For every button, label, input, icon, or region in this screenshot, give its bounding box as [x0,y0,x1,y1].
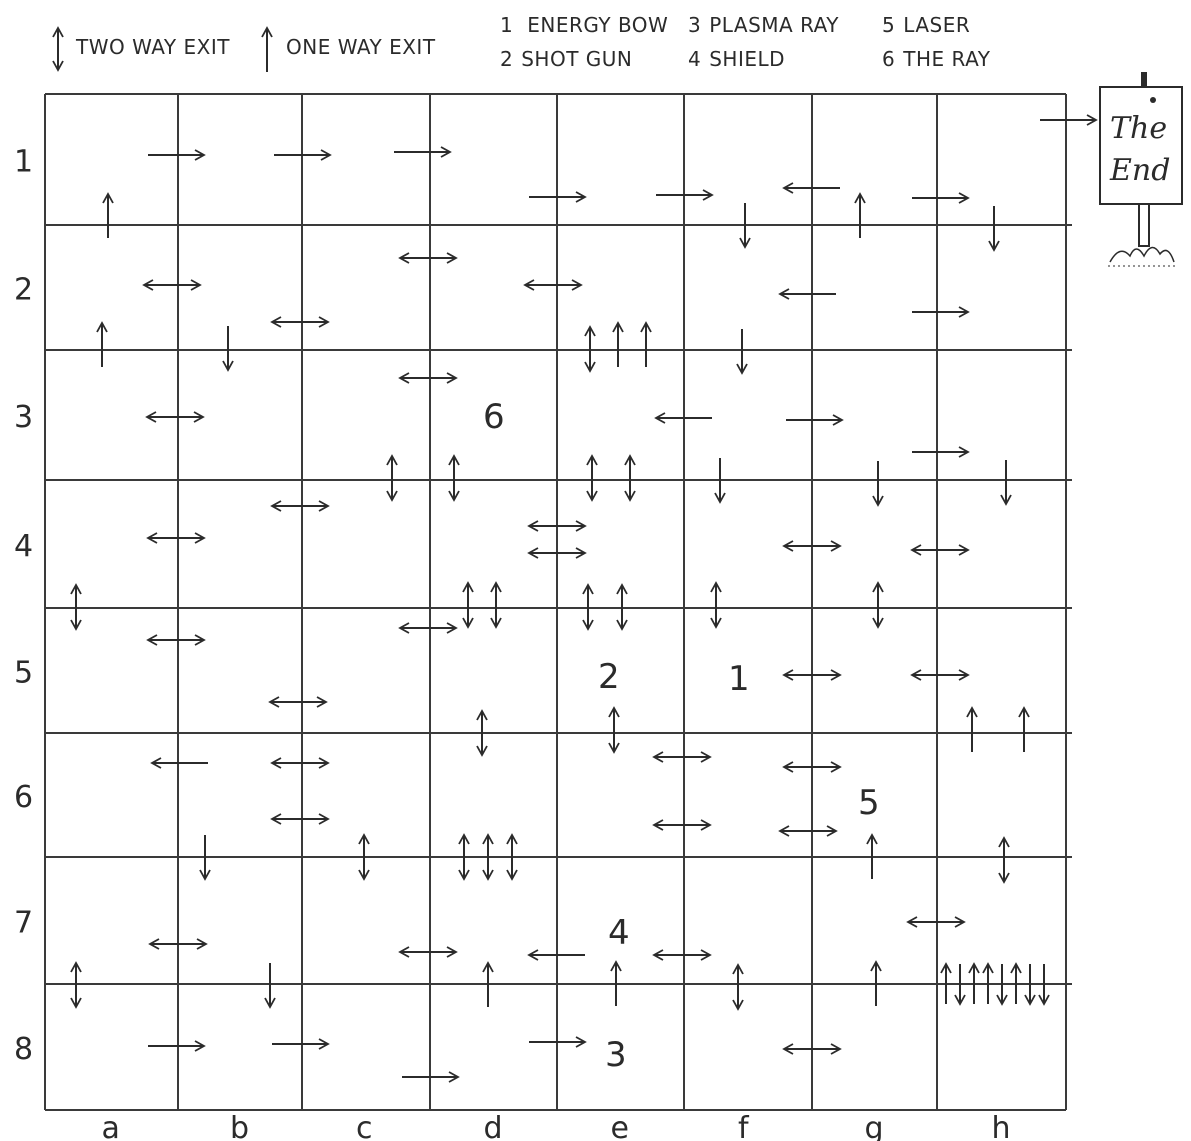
items-layer: 6 2 1 5 4 3 [483,397,880,1075]
legend-one-way-label: ONE WAY EXIT [286,35,436,59]
end-sign-line1: The [1110,111,1167,146]
end-sign-line2: End [1109,153,1170,188]
column-label: d [484,1111,503,1141]
row-label: 2 [14,273,33,308]
the-end-sign: The End [1100,72,1182,266]
row-label: 7 [14,906,33,941]
weapon-item-label: 1 [728,659,750,699]
row-label: 1 [14,145,33,180]
row-label: 4 [14,529,33,564]
row-labels: 1 2 3 4 5 6 7 8 [14,145,33,1068]
row-label: 8 [14,1032,33,1067]
column-label: a [102,1111,120,1141]
weapon-item-label: 2 [598,657,620,697]
weapon-item-label: 3 [605,1035,627,1075]
column-label: h [992,1111,1011,1141]
maze-grid [45,94,1072,1110]
exits-layer [76,120,1096,1077]
row-label: 3 [14,400,33,435]
legend-two-way-label: TWO WAY EXIT [75,35,230,59]
column-label: f [738,1111,750,1141]
column-labels: a b c d e f g h [102,1111,1011,1141]
column-label: e [611,1111,629,1141]
weapon-item-label: 6 [483,397,505,437]
column-label: c [356,1111,373,1141]
weapon-item-label: 4 [608,913,630,953]
weapon-item-label: 5 [858,783,880,823]
row-label: 6 [14,780,33,815]
column-label: g [865,1111,884,1141]
row-label: 5 [14,656,33,691]
column-label: b [230,1111,249,1141]
